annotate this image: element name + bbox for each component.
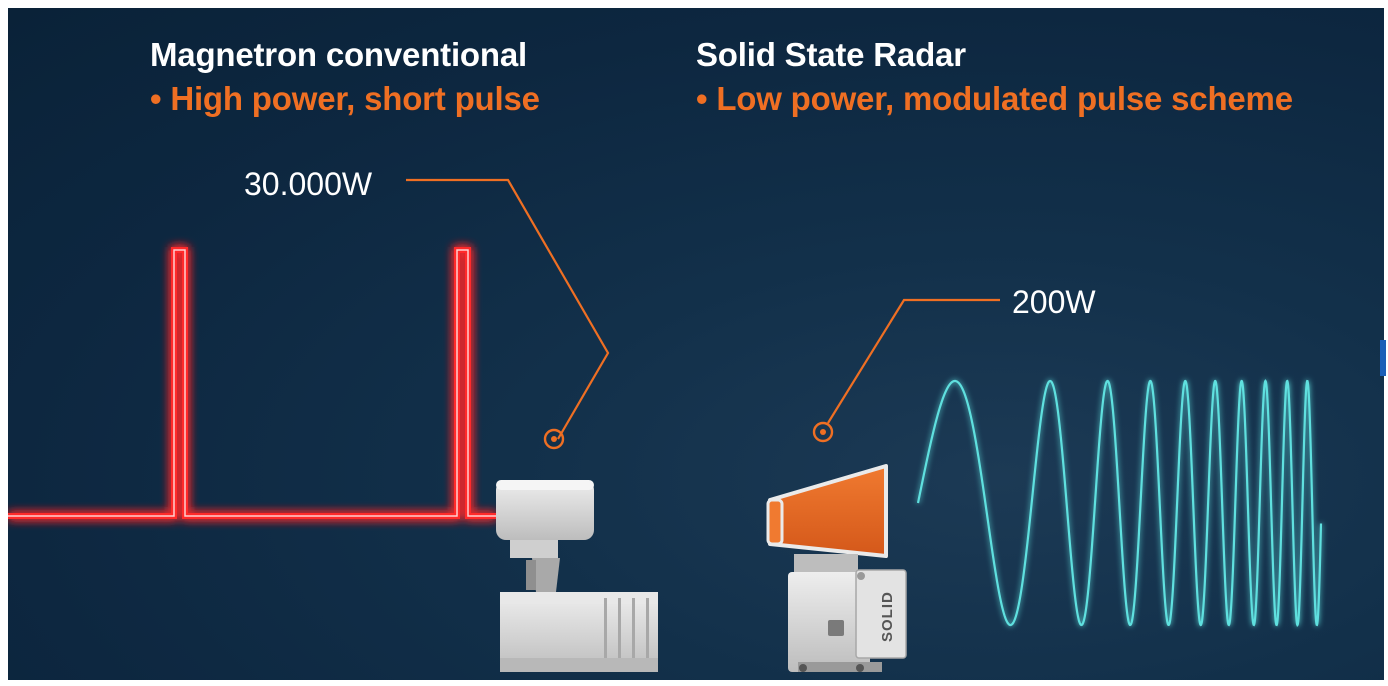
magnetron-radar-unit [496, 480, 658, 672]
solid-state-bullet: • Low power, modulated pulse scheme [696, 80, 1293, 117]
solid-state-radar-unit: SOLID [766, 464, 907, 672]
magnetron-callout-line [406, 178, 610, 440]
edge-marker [1380, 340, 1386, 376]
solid-state-callout-marker [812, 421, 834, 443]
solid-state-title: Solid State Radar [696, 36, 966, 73]
solid-state-power-label: 200W [1012, 284, 1096, 320]
magnetron-power-label: 30.000W [244, 166, 373, 202]
magnetron-title: Magnetron conventional [150, 36, 527, 73]
magnetron-callout-marker [543, 428, 565, 450]
magnetron-bullet: • High power, short pulse [150, 80, 540, 117]
solid-device-label: SOLID [879, 591, 896, 642]
magnetron-pulse-core [8, 249, 496, 517]
magnetron-pulse-signal [8, 247, 496, 519]
illustration: SOLID [8, 178, 1323, 672]
modulated-pulse-wave [916, 379, 1323, 627]
solid-state-callout-line [827, 298, 1000, 424]
slide-canvas: SOLID Magnetron conventional • High powe… [8, 8, 1384, 680]
